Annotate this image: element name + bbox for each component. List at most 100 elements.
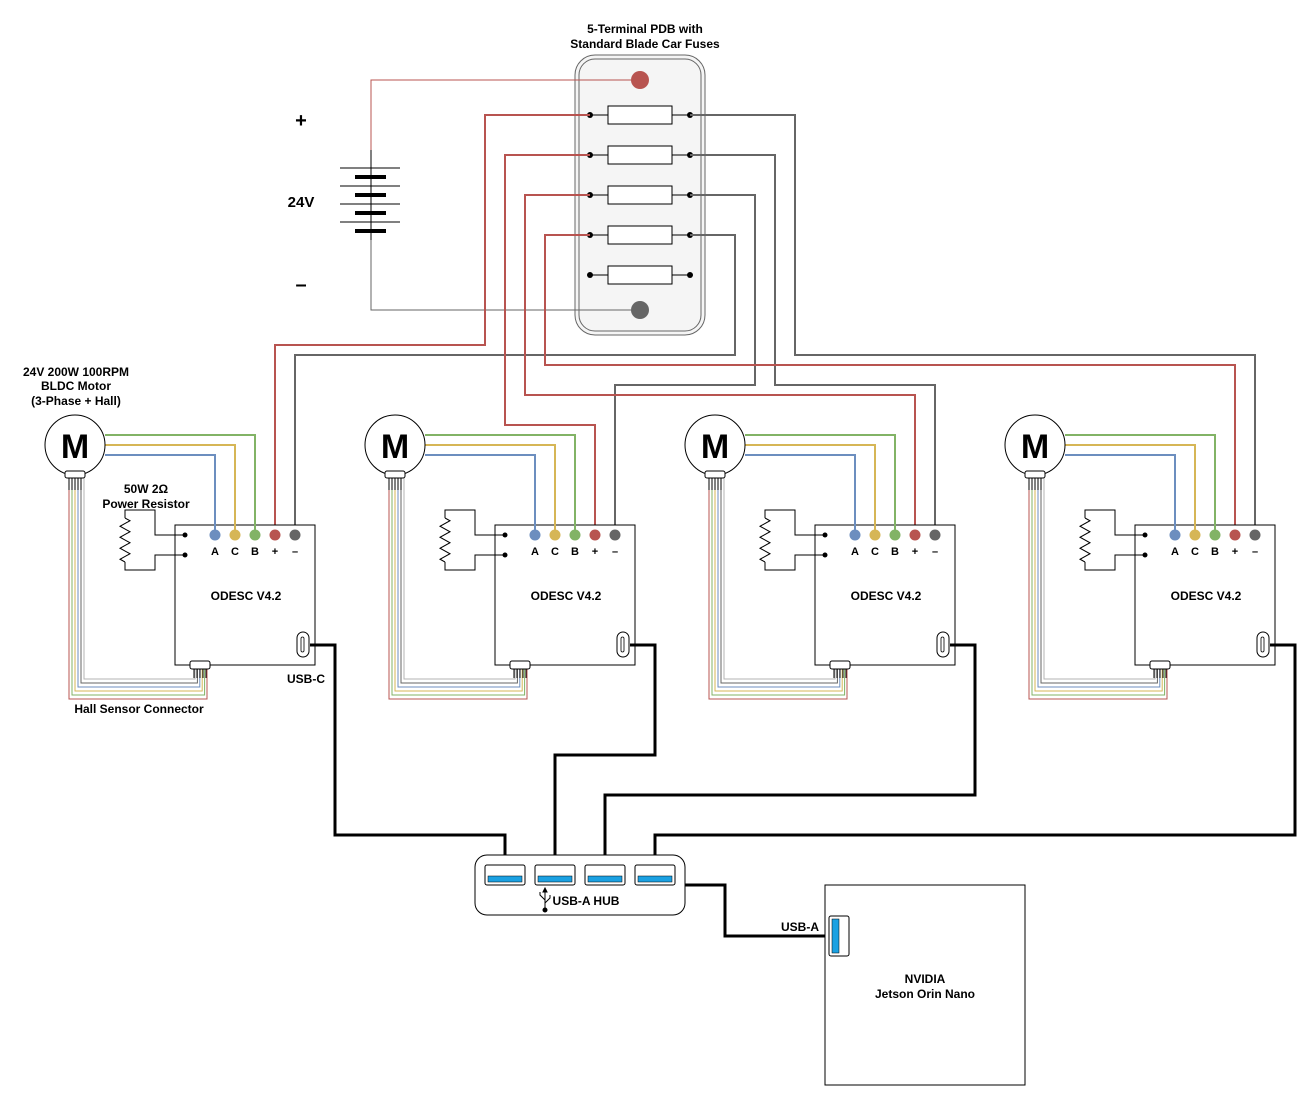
bldc-motor: M — [44, 414, 106, 479]
terminal-a — [209, 529, 221, 541]
jetson-orin-nano: NVIDIA Jetson Orin Nano — [824, 884, 1026, 1086]
power-distribution-board — [574, 54, 706, 336]
usb-a-hub-port — [634, 864, 676, 886]
usb-a-hub-port — [584, 864, 626, 886]
terminal-c-label: C — [1191, 546, 1199, 558]
motor-label-line1: 24V 200W 100RPM — [23, 365, 129, 379]
battery-voltage-label: 24V — [288, 194, 315, 211]
pdb-title-line1: 5-Terminal PDB with — [587, 22, 703, 36]
terminal-a-label: A — [851, 546, 859, 558]
usb-hub: USB-A HUB — [474, 854, 686, 916]
phase-wires — [1065, 434, 1216, 530]
power-wiring — [274, 114, 1256, 535]
terminal-negative — [929, 529, 941, 541]
terminal-b — [569, 529, 581, 541]
motor-symbol: M — [1021, 428, 1049, 466]
terminal-c — [549, 529, 561, 541]
terminal-positive-label: + — [272, 546, 278, 558]
battery-plus-label: + — [295, 110, 307, 132]
terminal-positive — [269, 529, 281, 541]
power-resistor — [1078, 509, 1148, 571]
phase-wires — [425, 434, 576, 530]
hall-connector — [189, 660, 211, 670]
motor-label-line2: BLDC Motor — [41, 379, 111, 393]
terminal-negative — [1249, 529, 1261, 541]
motor-symbol: M — [701, 428, 729, 466]
terminal-negative-label: – — [292, 546, 298, 558]
power-resistor — [118, 509, 188, 571]
terminal-a-label: A — [1171, 546, 1179, 558]
odesc-name: ODESC V4.2 — [851, 589, 922, 603]
usb-c-label: USB-C — [287, 672, 325, 686]
blade-fuse — [587, 265, 693, 285]
odesc-name: ODESC V4.2 — [1171, 589, 1242, 603]
terminal-positive-label: + — [912, 546, 918, 558]
odesc-name: ODESC V4.2 — [211, 589, 282, 603]
power-resistor — [438, 509, 508, 571]
usb-hub-label: USB-A HUB — [553, 894, 620, 908]
terminal-positive-label: + — [1232, 546, 1238, 558]
hall-connector — [1149, 660, 1171, 670]
usb-a-hub-port — [484, 864, 526, 886]
terminal-b — [889, 529, 901, 541]
terminal-a-label: A — [211, 546, 219, 558]
terminal-a — [1169, 529, 1181, 541]
blade-fuse — [587, 185, 693, 205]
terminal-c — [869, 529, 881, 541]
terminal-c-label: C — [871, 546, 879, 558]
motor-label-line3: (3-Phase + Hall) — [31, 394, 121, 408]
terminal-c — [1189, 529, 1201, 541]
terminal-b-label: B — [891, 546, 899, 558]
jetson-line1: NVIDIA — [905, 972, 946, 986]
hall-connector — [829, 660, 851, 670]
usb-symbol-icon — [539, 886, 551, 913]
terminal-b-label: B — [1211, 546, 1219, 558]
power-resistor — [758, 509, 828, 571]
terminal-negative-label: – — [1252, 546, 1258, 558]
terminal-negative-label: – — [612, 546, 618, 558]
terminal-a — [849, 529, 861, 541]
phase-wires — [105, 434, 256, 530]
pdb-negative-terminal — [631, 301, 649, 319]
terminal-negative — [289, 529, 301, 541]
terminal-b-label: B — [251, 546, 259, 558]
terminal-b — [1209, 529, 1221, 541]
odesc-name: ODESC V4.2 — [531, 589, 602, 603]
motor-symbol: M — [381, 428, 409, 466]
terminal-b — [249, 529, 261, 541]
pdb-title-line2: Standard Blade Car Fuses — [570, 37, 720, 51]
phase-wires — [745, 434, 896, 530]
usb-a-hub-port — [534, 864, 576, 886]
usb-a-label: USB-A — [781, 920, 819, 934]
bldc-motor: M — [364, 414, 426, 479]
terminal-negative — [609, 529, 621, 541]
motor-symbol: M — [61, 428, 89, 466]
terminal-positive-label: + — [592, 546, 598, 558]
resistor-label-line2: Power Resistor — [102, 497, 190, 511]
pdb-positive-terminal — [631, 71, 649, 89]
battery-minus-label: – — [295, 274, 306, 296]
bldc-motor: M — [1004, 414, 1066, 479]
terminal-positive — [589, 529, 601, 541]
terminal-a-label: A — [531, 546, 539, 558]
terminal-b-label: B — [571, 546, 579, 558]
usb-cabling — [310, 643, 1297, 938]
terminal-c — [229, 529, 241, 541]
hall-connector — [509, 660, 531, 670]
bldc-motor: M — [684, 414, 746, 479]
hall-connector-label: Hall Sensor Connector — [74, 702, 204, 716]
resistor-label-line1: 50W 2Ω — [124, 482, 169, 496]
terminal-positive — [1229, 529, 1241, 541]
terminal-positive — [909, 529, 921, 541]
terminal-c-label: C — [551, 546, 559, 558]
jetson-line2: Jetson Orin Nano — [875, 987, 975, 1001]
